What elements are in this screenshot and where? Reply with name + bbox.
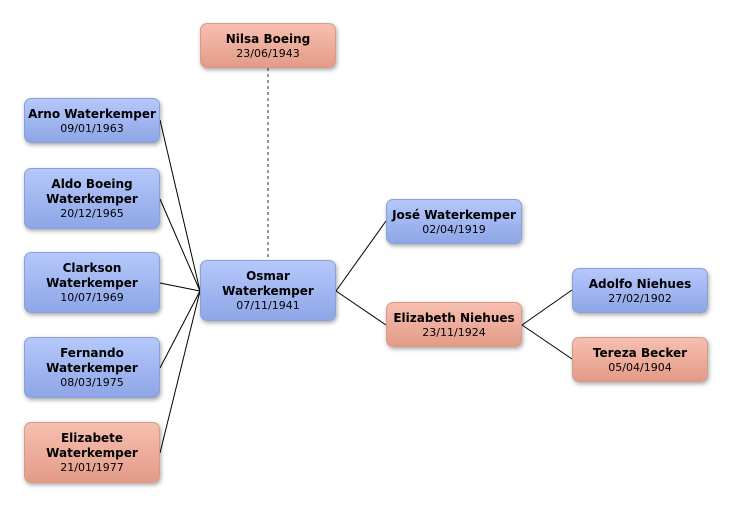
person-name: Arno Waterkemper <box>28 106 156 121</box>
parent-link-tereza <box>521 324 573 360</box>
child-link-elizabete <box>159 290 201 454</box>
person-node-fernando[interactable]: Fernando Waterkemper 08/03/1975 <box>24 337 160 398</box>
child-link-aldo <box>159 198 201 292</box>
person-date: 05/04/1904 <box>608 360 672 374</box>
person-node-osmar[interactable]: Osmar Waterkemper 07/11/1941 <box>200 260 336 321</box>
parent-link-adolfo <box>521 289 573 326</box>
person-node-arno[interactable]: Arno Waterkemper 09/01/1963 <box>24 98 160 143</box>
person-node-nilsa[interactable]: Nilsa Boeing 23/06/1943 <box>200 23 336 68</box>
person-node-elizabeth[interactable]: Elizabeth Niehues 23/11/1924 <box>386 302 522 347</box>
person-date: 07/11/1941 <box>236 299 300 312</box>
person-date: 21/01/1977 <box>60 461 124 474</box>
person-name: Osmar Waterkemper <box>222 269 314 298</box>
child-link-clarkson <box>159 282 201 292</box>
person-date: 27/02/1902 <box>608 291 672 305</box>
parent-link-jose <box>335 220 387 292</box>
person-date: 09/01/1963 <box>60 121 124 135</box>
person-node-aldo[interactable]: Aldo Boeing Waterkemper 20/12/1965 <box>24 168 160 229</box>
person-date: 08/03/1975 <box>60 376 124 389</box>
person-node-tereza[interactable]: Tereza Becker 05/04/1904 <box>572 337 708 382</box>
person-date: 02/04/1919 <box>422 222 486 236</box>
parent-link-elizabeth <box>335 290 387 326</box>
person-name: Elizabete Waterkemper <box>46 431 138 460</box>
person-name: José Waterkemper <box>392 207 516 222</box>
person-date: 23/06/1943 <box>236 46 300 60</box>
person-date: 10/07/1969 <box>60 291 124 304</box>
person-name: Clarkson Waterkemper <box>46 261 138 290</box>
person-date: 20/12/1965 <box>60 207 124 220</box>
person-name: Fernando Waterkemper <box>46 346 138 375</box>
person-name: Elizabeth Niehues <box>393 310 515 325</box>
person-node-adolfo[interactable]: Adolfo Niehues 27/02/1902 <box>572 268 708 313</box>
person-node-elizabete[interactable]: Elizabete Waterkemper 21/01/1977 <box>24 422 160 483</box>
person-name: Nilsa Boeing <box>225 31 311 46</box>
person-name: Aldo Boeing Waterkemper <box>46 177 138 206</box>
person-name: Adolfo Niehues <box>588 276 692 291</box>
child-link-arno <box>159 119 201 292</box>
person-node-clarkson[interactable]: Clarkson Waterkemper 10/07/1969 <box>24 252 160 313</box>
child-link-fernando <box>159 290 201 369</box>
person-date: 23/11/1924 <box>422 325 486 339</box>
person-node-jose[interactable]: José Waterkemper 02/04/1919 <box>386 199 522 244</box>
person-name: Tereza Becker <box>592 345 688 360</box>
